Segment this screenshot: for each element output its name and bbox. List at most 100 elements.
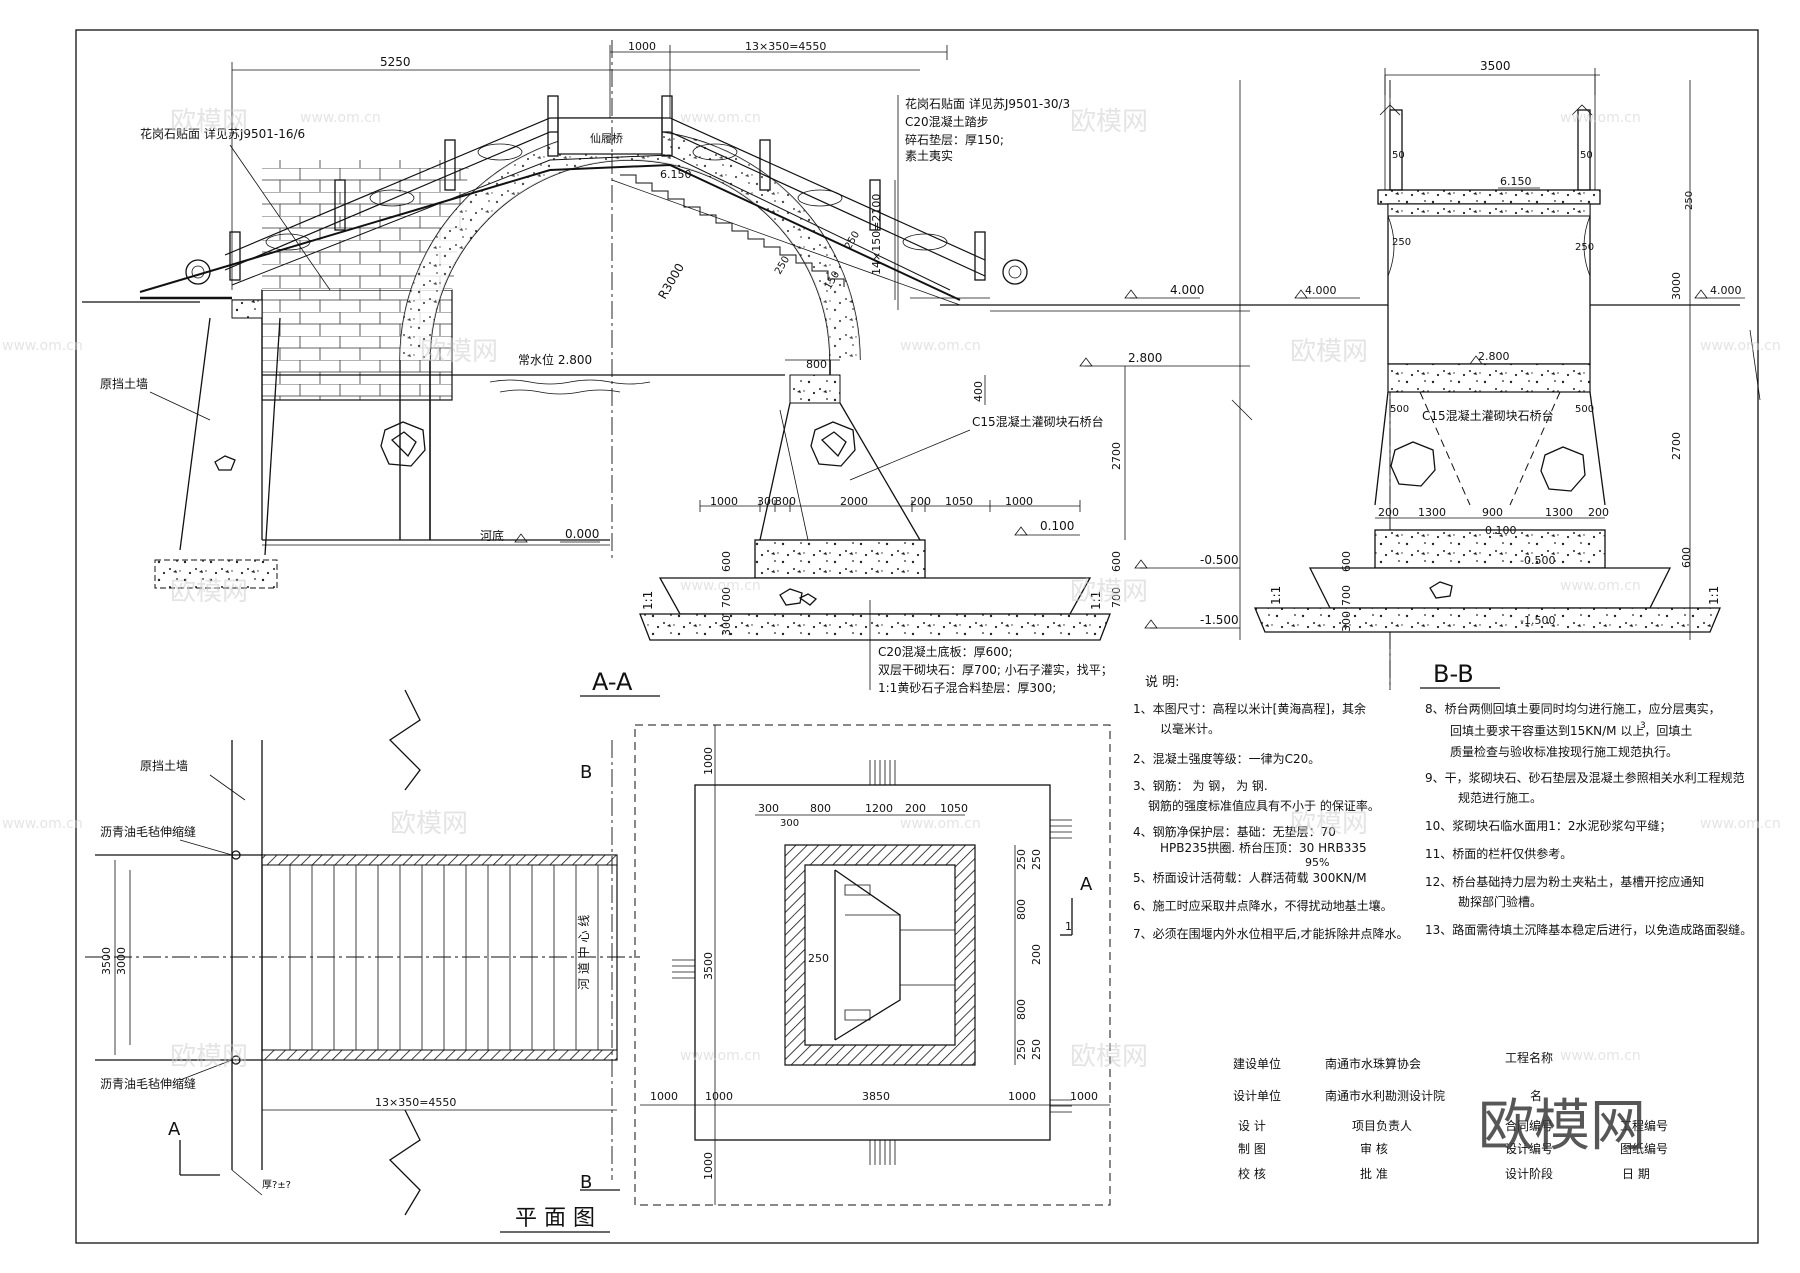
bb-dim-3000: 3000 [1670, 272, 1683, 300]
note-gravel: 碎石垫层：厚150; [905, 132, 1004, 147]
wm-url-2: www.om.cn [680, 110, 761, 126]
bb-dim-600: 600 [1340, 551, 1353, 572]
note-5: 5、桥面设计活荷载：人群活荷载 300KN/M [1133, 871, 1367, 885]
water-level: 常水位 2.800 [518, 352, 592, 367]
tb-design-no: 设计编号 [1505, 1141, 1553, 1156]
plan-bot-2: 3850 [862, 1090, 890, 1103]
plan-title: 平 面 图 [515, 1206, 595, 1231]
bb-dim-50b: 50 [1580, 150, 1593, 161]
dim-400: 400 [972, 381, 985, 402]
bb-lvl-m1500: -1.500 [1520, 614, 1555, 627]
note-9b: 规范进行施工。 [1458, 790, 1542, 805]
wm-4: 欧模网 [1290, 337, 1368, 367]
tb-client-value: 南通市水珠算协会 [1325, 1056, 1421, 1071]
dim-700: 700 [1110, 587, 1123, 608]
note-4b: HPB235拱圈. 桥台压顶：30 HRB335 [1160, 840, 1367, 855]
note-11: 11、桥面的栏杆仅供参考。 [1425, 846, 1572, 861]
cut-left: 1:1 [641, 591, 655, 610]
bb-base-3: 1300 [1545, 506, 1573, 519]
dim-600: 600 [1110, 551, 1123, 572]
note-base1: C20混凝土底板：厚600; [878, 644, 1013, 659]
wm-url-3: www.om.cn [1560, 110, 1641, 126]
plan-bot-1: 1000 [705, 1090, 733, 1103]
bb-cut-r: 1:1 [1707, 586, 1721, 605]
wm-url-5: www.om.cn [900, 338, 981, 354]
tb-project-no: 工程编号 [1620, 1118, 1668, 1133]
plan-top-0: 300 [758, 802, 779, 815]
plan-bot-4: 1000 [1070, 1090, 1098, 1103]
plan-note-thickness: 厚?±? [262, 1179, 291, 1191]
plan-mark-b-bottom: B [580, 1172, 592, 1193]
dim-2700: 2700 [1110, 442, 1123, 470]
note-retain: 原挡土墙 [100, 377, 148, 391]
bb-base-1: 1300 [1418, 506, 1446, 519]
wm-url-13: www.om.cn [1560, 1048, 1641, 1064]
bb-dim-300: 300 [1340, 611, 1353, 632]
bb-dim-250c: 250 [1684, 191, 1695, 210]
wm-1: 欧模网 [170, 107, 248, 137]
notes: 说 明: 1、本图尺寸：高程以米计[黄海高程]，其余 以毫米计。 2、混凝土强度… [1133, 675, 1752, 941]
wm-10: 欧模网 [1070, 1042, 1148, 1072]
dim-800: 800 [806, 358, 827, 371]
wm-url-4: www.om.cn [2, 338, 83, 354]
plan-bot-3: 1000 [1008, 1090, 1036, 1103]
note-granite-right: 花岗石贴面 详见苏J9501-30/3 [905, 96, 1070, 111]
bb-dim-500b: 500 [1575, 404, 1594, 415]
bb-base-2: 900 [1482, 506, 1503, 519]
base-dim-3: 2000 [840, 495, 868, 508]
lvl-0000: 0.000 [565, 527, 599, 541]
plan-dim-3500-v: 3500 [702, 952, 715, 980]
dim-600-b: 600 [720, 551, 733, 572]
tb-designer-value: 南通市水利勘测设计院 [1325, 1088, 1445, 1103]
tb-designer-label: 设计单位 [1233, 1088, 1281, 1103]
note-3a: 3、钢筋： 为 钢， 为 钢. [1133, 778, 1268, 793]
lvl-0100: 0.100 [1040, 519, 1074, 533]
plan-right-6: 250 [1030, 1039, 1043, 1060]
plan-joint-bottom: 沥青油毛毡伸缩缝 [100, 1076, 196, 1091]
watermark-brand: 欧模网 [1478, 1094, 1646, 1159]
tb-stage: 设计阶段 [1505, 1166, 1553, 1181]
plan-top-4: 200 [905, 802, 926, 815]
note-granite-left: 花岗石贴面 详见苏J9501-16/6 [140, 126, 305, 141]
tb-client-label: 建设单位 [1233, 1056, 1281, 1071]
bb-dim-700: 700 [1340, 585, 1353, 606]
note-8b: 回填土要求干容重达到15KN/M 以上，回填土 [1450, 723, 1692, 738]
lvl-4000: 4.000 [1170, 283, 1204, 297]
plan-mark-1: 1 [1065, 920, 1072, 933]
tb-project-label: 工程名称 [1505, 1050, 1553, 1065]
plan-top-5: 1050 [940, 802, 968, 815]
dim-steps: 13×350=4550 [745, 40, 826, 53]
dim-300: 300 [720, 615, 733, 636]
plan-dim-250-in: 250 [808, 952, 829, 965]
notes-heading: 说 明: [1145, 675, 1180, 690]
dim-250b: 250 [843, 229, 862, 251]
note-12a: 12、桥台基础持力层为粉土夹粘土，基槽开挖应通知 [1425, 874, 1704, 889]
note-3b: 钢筋的强度标准值应具有不小于 的保证率。 [1148, 798, 1380, 813]
plan-outline [634, 724, 1111, 1206]
wm-url-1: www.om.cn [300, 110, 381, 126]
plan-centerline: 河 道 中 心 线 [576, 915, 591, 990]
wm-2: 欧模网 [1070, 107, 1148, 137]
bb-lvl-4000a: 4.000 [1305, 284, 1337, 297]
tb-leader: 项目负责人 [1352, 1119, 1412, 1133]
note-6: 6、施工时应采取井点降水，不得扰动地基土壤。 [1133, 898, 1393, 913]
plan-mark-a: A [168, 1119, 181, 1140]
bb-note-abut: C15混凝土灌砌块石桥台 [1422, 408, 1554, 423]
bb-dim-250b: 250 [1575, 242, 1594, 253]
tb-date: 日 期 [1622, 1167, 1650, 1181]
bridge-name: 仙履桥 [590, 132, 623, 145]
plan-dim-3000: 3000 [115, 947, 128, 975]
bb-dim-500a: 500 [1390, 404, 1409, 415]
bb-dim-250a: 250 [1392, 237, 1411, 248]
plan-top-1: 300 [780, 818, 799, 829]
lvl-6150: 6.150 [660, 168, 692, 181]
plan-right-1: 250 [1030, 849, 1043, 870]
plan-dim-3500: 3500 [100, 947, 113, 975]
plan-bot-0: 1000 [650, 1090, 678, 1103]
plan-right-5: 250 [1015, 1039, 1028, 1060]
cut-right: 1:1 [1089, 591, 1103, 610]
plan-mark-a-right: A [1080, 874, 1093, 895]
bb-dim-top: 3500 [1480, 59, 1511, 73]
bb-lvl-4000b: 4.000 [1710, 284, 1742, 297]
